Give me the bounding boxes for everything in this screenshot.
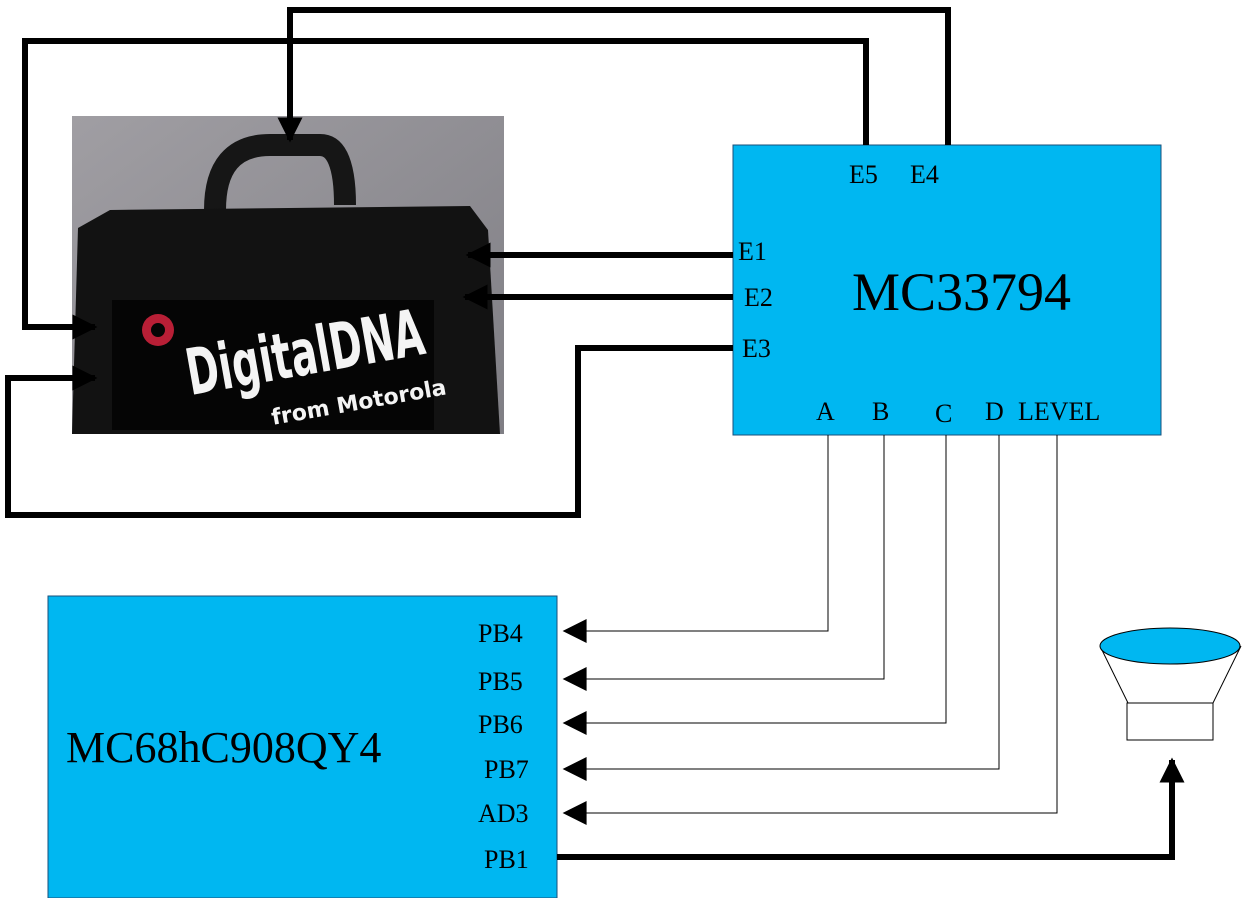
pin-pb6-label: PB6: [478, 710, 523, 739]
pin-c-label: C: [935, 399, 952, 428]
pin-pb5-label: PB5: [478, 667, 523, 696]
wire-a-pb4: [565, 435, 828, 631]
pin-d-label: D: [985, 397, 1004, 426]
pin-pb7-label: PB7: [484, 755, 529, 784]
pin-b-label: B: [872, 397, 889, 426]
wire-level-ad3: [565, 435, 1057, 813]
mc33794-title: MC33794: [852, 262, 1071, 322]
pin-pb1-label: PB1: [484, 845, 529, 874]
speaker-icon: [1100, 628, 1241, 740]
mcu-chip: MC68hC908QY4 PB4 PB5 PB6 PB7 AD3 PB1: [48, 596, 557, 898]
signal-wires: [565, 435, 1057, 813]
motorola-logo-icon: [142, 314, 174, 346]
pin-pb4-label: PB4: [478, 619, 523, 648]
pin-level-label: LEVEL: [1018, 397, 1100, 426]
mc33794-chip: MC33794 E5 E4 E1 E2 E3 A B C D LEVEL: [733, 145, 1161, 435]
pin-e3-label: E3: [742, 334, 771, 363]
pin-a-label: A: [816, 397, 835, 426]
mcu-title: MC68hC908QY4: [66, 723, 381, 772]
wire-pb1-speaker: [557, 760, 1172, 857]
pin-e4-label: E4: [910, 160, 939, 189]
wire-c-pb6: [565, 435, 946, 723]
pin-ad3-label: AD3: [478, 799, 529, 828]
device-photo: DigitalDNA from Motorola: [72, 116, 504, 434]
pin-e5-label: E5: [849, 160, 878, 189]
pin-e1-label: E1: [738, 237, 767, 266]
wire-b-pb5: [565, 435, 884, 679]
pin-e2-label: E2: [744, 283, 773, 312]
wire-d-pb7: [565, 435, 999, 769]
